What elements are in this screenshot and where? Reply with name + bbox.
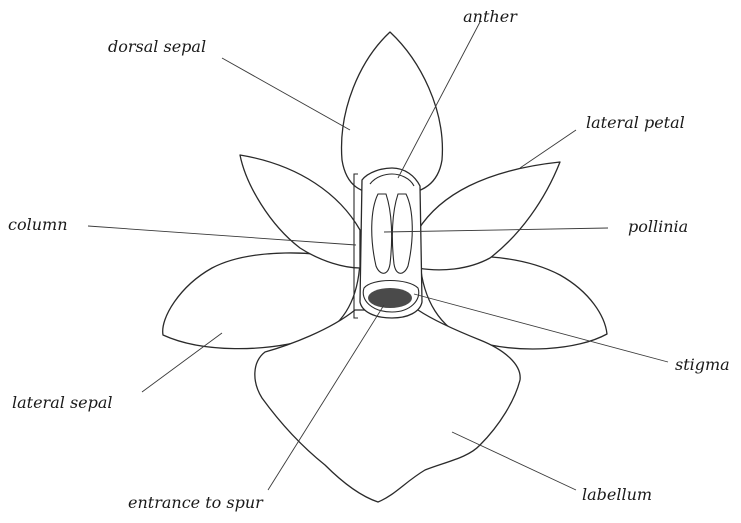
- leader-labellum: [452, 432, 576, 490]
- label-anther: anther: [463, 7, 518, 26]
- label-pollinia: pollinia: [628, 217, 688, 236]
- label-stigma: stigma: [675, 355, 730, 374]
- leader-dorsal-sepal: [222, 58, 350, 130]
- label-dorsal-sepal: dorsal sepal: [108, 37, 206, 56]
- label-entrance-to-spur: entrance to spur: [128, 493, 264, 512]
- label-column: column: [8, 215, 68, 234]
- label-lateral-sepal: lateral sepal: [12, 393, 113, 412]
- label-lateral-petal: lateral petal: [586, 113, 685, 132]
- lateral-petal-left: [240, 155, 360, 268]
- lateral-petal-right: [418, 162, 560, 270]
- label-labellum: labellum: [582, 485, 652, 504]
- spur-entrance: [368, 288, 412, 308]
- leader-lateral-petal: [520, 130, 576, 168]
